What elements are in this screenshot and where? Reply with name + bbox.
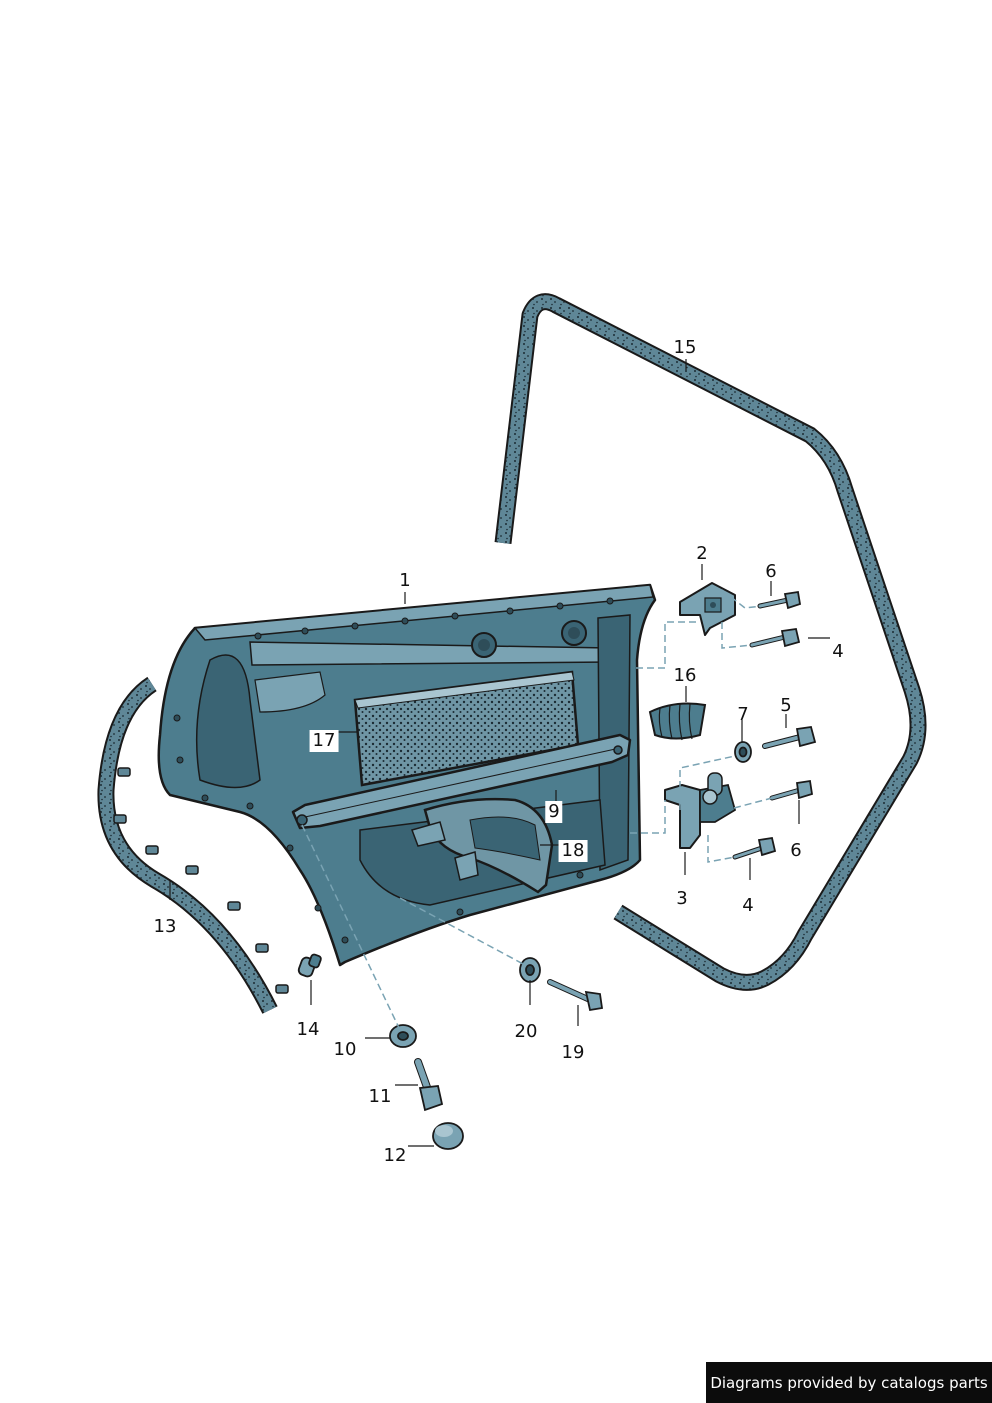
callout-18: 18 [558,840,588,862]
callout-6-lower: 6 [790,840,802,861]
wheel-arch-seal [97,676,289,1014]
lower-fasteners [297,953,604,1150]
side-impact-bar [291,733,632,830]
wiring-grommet [648,702,707,741]
callout-4-lower: 4 [742,895,754,916]
sound-insulation-pad [353,670,580,787]
callout-13: 13 [153,916,177,937]
callout-19: 19 [561,1042,585,1063]
callout-7: 7 [737,704,749,725]
callout-2: 2 [696,543,708,564]
hinge-screws [732,590,817,860]
callout-16: 16 [673,665,697,686]
callout-1: 1 [399,570,411,591]
callout-6-upper: 6 [765,561,777,582]
callout-14: 14 [296,1019,320,1040]
lower-hinge [664,772,737,849]
callout-20: 20 [514,1021,538,1042]
callout-11: 11 [368,1086,392,1107]
callout-12: 12 [383,1145,407,1166]
callout-15: 15 [673,337,697,358]
callout-3: 3 [676,888,688,909]
attribution-banner: Diagrams provided by catalogs parts [706,1362,992,1403]
window-seal [494,293,927,991]
callout-5: 5 [780,695,792,716]
upper-hinge [679,582,736,636]
callout-9: 9 [545,801,563,823]
inner-cover-panel [411,797,554,894]
assembly-guide-lines [301,589,773,1031]
callout-10: 10 [333,1039,357,1060]
callout-4-upper: 4 [832,641,844,662]
callout-17: 17 [309,730,339,752]
